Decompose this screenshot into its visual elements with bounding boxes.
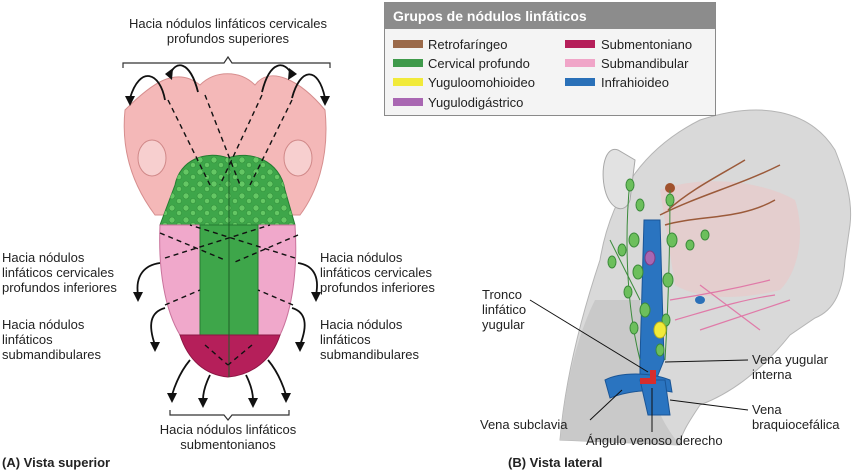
label-deep-cervical-superior: Hacia nódulos linfáticos cervicales prof… (129, 16, 327, 46)
juguloomohyoid-node (653, 321, 667, 339)
legend-item-infrahyoid: Infrahioideo (601, 75, 669, 90)
legend-item-submandibular: Submandibular (601, 56, 689, 71)
label-subclavian-vein: Vena subclavia (480, 417, 568, 432)
swatch-jugulodigastric (393, 98, 423, 106)
bottom-bracket (169, 410, 290, 421)
label-right-deep-cervical-inferior: Hacia nódulos linfáticos cervicales prof… (320, 250, 435, 295)
face-interior (660, 181, 800, 297)
legend-item-juguloomohyoid: Yuguloomohioideo (428, 75, 535, 90)
legend-item-submental: Submentoniano (601, 37, 693, 52)
legend: Grupos de nódulos linfáticos Retrofaríng… (384, 2, 716, 116)
label-right-venous-angle: Ángulo venoso derecho (586, 433, 723, 448)
label-jugular-trunk: Tronco linfático yugular (482, 287, 527, 332)
swatch-deep-cervical (393, 59, 423, 67)
caption-lateral-view: (B) Vista lateral (508, 455, 603, 470)
label-brachiocephalic-vein: Vena braquiocefálica (752, 402, 840, 432)
infrahyoid-node (695, 296, 705, 304)
legend-item-retropharyngeal: Retrofaríngeo (428, 37, 508, 52)
caption-superior-view: (A) Vista superior (2, 455, 111, 470)
legend-item-jugulodigastric: Yugulodigástrico (428, 95, 524, 110)
jugular-trunk (640, 370, 656, 384)
swatch-retropharyngeal (393, 40, 423, 48)
left-tonsil (137, 139, 167, 177)
right-tonsil (283, 139, 313, 177)
swatch-submental (565, 40, 595, 48)
label-internal-jugular-vein: Vena yugular interna (752, 352, 828, 382)
label-left-deep-cervical-inferior: Hacia nódulos linfáticos cervicales prof… (2, 250, 117, 295)
brachiocephalic-vein (639, 379, 671, 416)
swatch-submandibular (565, 59, 595, 67)
legend-title: Grupos de nódulos linfáticos (385, 3, 715, 29)
swatch-juguloomohyoid (393, 78, 423, 86)
label-right-submandibular: Hacia nódulos linfáticos submandibulares (320, 317, 420, 362)
legend-item-deep-cervical: Cervical profundo (428, 56, 530, 71)
top-bracket (122, 55, 331, 68)
jugulodigastric-node (644, 250, 656, 266)
label-left-submandibular: Hacia nódulos linfáticos submandibulares (2, 317, 102, 362)
label-submental: Hacia nódulos linfáticos submentonianos (159, 422, 297, 452)
swatch-infrahyoid (565, 78, 595, 86)
